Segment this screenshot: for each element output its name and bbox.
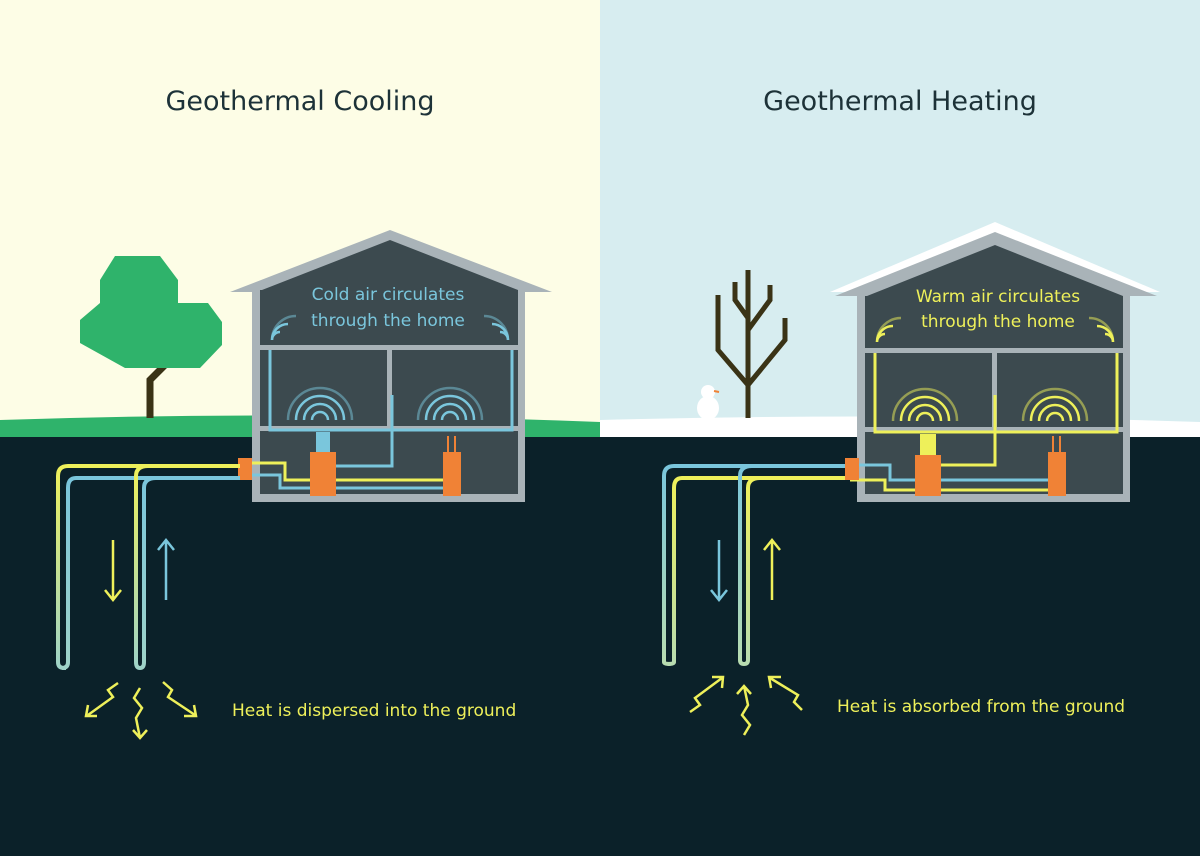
green-tree — [80, 256, 222, 418]
air-wave-icons — [875, 316, 1115, 422]
cooling-ground-loops — [56, 464, 240, 670]
heating-ground-loops — [662, 464, 845, 666]
ground — [0, 437, 1200, 856]
heating-ground-note: Heat is absorbed from the ground — [837, 697, 1125, 717]
air-ducts — [245, 350, 514, 490]
heating-house-text-1: Warm air circulates — [916, 287, 1080, 307]
up-arrow-icon — [157, 537, 175, 600]
down-arrow-icon — [104, 540, 122, 603]
bare-tree — [715, 270, 788, 418]
heat-dispersal-icons — [84, 681, 198, 740]
snowman — [697, 385, 720, 420]
flow-arrows — [104, 537, 175, 603]
cooling-house: Cold air circulates through the home — [230, 230, 552, 502]
water-heater-unit — [1048, 452, 1066, 496]
heat-absorb-icons — [689, 675, 803, 736]
cooling-title: Geothermal Cooling — [165, 86, 434, 117]
water-heater-unit — [443, 452, 461, 496]
cooling-house-text-2: through the home — [311, 311, 465, 331]
heating-house-text-2: through the home — [921, 312, 1075, 332]
heating-house: Warm air circulates through the home — [830, 222, 1160, 502]
heat-pump-unit — [915, 455, 941, 496]
cooling-house-text-1: Cold air circulates — [312, 285, 465, 305]
air-wave-icons — [270, 314, 510, 421]
air-ducts — [850, 353, 1119, 492]
heat-pump-unit — [310, 452, 336, 496]
flow-arrows-heating — [710, 537, 781, 603]
cooling-ground-note: Heat is dispersed into the ground — [232, 701, 516, 721]
ground-loop-connector — [845, 458, 859, 480]
up-arrow-icon — [763, 537, 781, 600]
down-arrow-icon — [710, 540, 728, 603]
heating-title: Geothermal Heating — [763, 86, 1037, 117]
ground-loop-connector — [238, 458, 252, 480]
